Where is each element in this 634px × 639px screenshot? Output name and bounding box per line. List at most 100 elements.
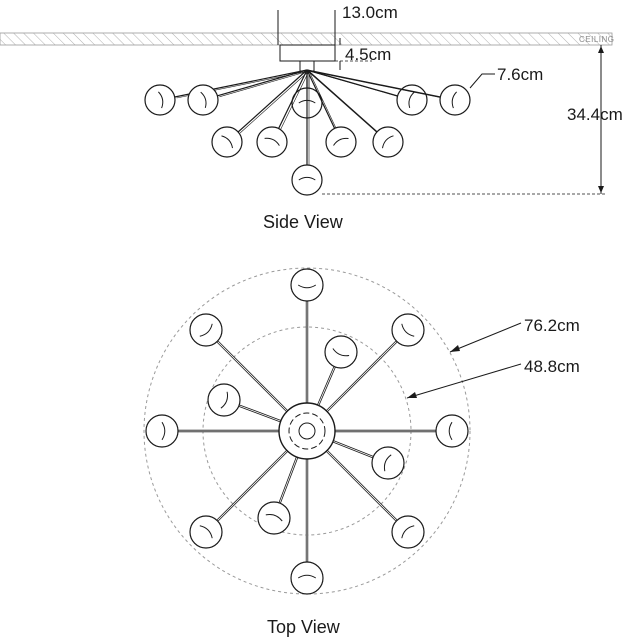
side-arm-5 [237, 69, 308, 133]
globe-cap [401, 525, 415, 539]
side-fixture [144, 69, 471, 196]
outer-diameter-circle [143, 267, 471, 595]
center-canopy-hub [298, 422, 316, 440]
side-globe-6 [256, 126, 288, 158]
canopy-stem [299, 60, 315, 72]
globe-cap [264, 137, 280, 146]
globe-shade [324, 335, 358, 369]
globe-cap [200, 91, 207, 109]
globe-cap [332, 348, 350, 357]
side-globe-0 [144, 84, 176, 116]
outer-diameter-label: 76.2cm [524, 316, 580, 335]
top-globe-inner-3 [257, 501, 291, 535]
globe-shade [372, 126, 404, 158]
inner-diameter-arrow [407, 392, 417, 398]
canopy-width-label: 13.0cm [342, 3, 398, 22]
top-globe-outer-1 [391, 313, 425, 347]
top-arm-inner-core-1 [238, 405, 281, 422]
globe-shade [391, 313, 425, 347]
globe-shade [325, 126, 357, 158]
ceiling-band [0, 32, 613, 46]
globe-cap [220, 391, 228, 409]
top-globe-outer-3 [391, 515, 425, 549]
side-globe-1 [187, 84, 219, 116]
side-arm-2 [306, 69, 398, 97]
outer-diameter-arrow [450, 345, 460, 352]
side-arm-3 [306, 69, 441, 98]
globe-cap [333, 137, 349, 146]
globe-diameter-leader [469, 73, 495, 89]
globe-cap [401, 323, 415, 337]
side-arm-inner-1 [219, 70, 310, 98]
globe-cap [408, 91, 415, 109]
globe-cap [297, 284, 317, 289]
center-canopy-outer [278, 402, 336, 460]
side-view: CEILING 13.0cm 4.5cm 7.6cm 34.4cm Side V… [0, 3, 623, 232]
globe-shade [290, 268, 324, 302]
canopy [279, 44, 336, 62]
globe-shade [290, 561, 324, 595]
globe-cap [298, 176, 316, 181]
side-arm-6 [278, 69, 308, 129]
inner-diameter-label: 48.8cm [524, 357, 580, 376]
globe-cap [199, 323, 213, 337]
globe-cap [383, 454, 392, 472]
side-arm-1 [217, 69, 308, 97]
side-arm-inner-5 [239, 70, 310, 134]
globe-cap [161, 421, 166, 441]
side-view-caption: Side View [263, 212, 344, 232]
side-arm-inner-8 [308, 70, 379, 134]
top-arm-outer-core-5 [217, 450, 288, 521]
top-globe-inner-2 [371, 446, 405, 480]
side-arm-8 [306, 69, 378, 133]
side-globe-8 [372, 126, 404, 158]
ceiling-label: CEILING [579, 35, 615, 44]
globe-cap [451, 91, 457, 109]
side-arm-inner-2 [308, 70, 400, 98]
top-arm-outer-core-7 [217, 341, 288, 412]
globe-cap [158, 91, 164, 109]
globe-shade [145, 414, 179, 448]
overall-height-arrow-top [598, 46, 604, 53]
top-arm-inner-core-2 [332, 440, 374, 458]
globe-shade [291, 164, 323, 196]
globe-shade [144, 84, 176, 116]
overall-height-label: 34.4cm [567, 105, 623, 124]
inner-diameter-leader [406, 363, 522, 399]
top-view: 76.2cm 48.8cm Top View [143, 267, 580, 637]
globe-cap [448, 421, 453, 441]
top-globe-outer-5 [189, 515, 223, 549]
top-view-caption: Top View [267, 617, 341, 637]
top-arm-inner-core-3 [279, 457, 298, 504]
center-canopy-inner [288, 412, 326, 450]
top-fixture [145, 268, 469, 595]
side-arm-7 [306, 69, 336, 129]
top-globe-outer-7 [189, 313, 223, 347]
overall-height-arrow-bottom [598, 186, 604, 193]
side-arm-inner-3 [308, 70, 443, 99]
top-arm-inner-core-0 [317, 366, 336, 406]
side-globe-7 [325, 126, 357, 158]
globe-cap [297, 574, 317, 579]
globe-shade [256, 126, 288, 158]
side-globe-5 [211, 126, 243, 158]
outer-diameter-leader [449, 322, 522, 353]
globe-shade [207, 383, 241, 417]
top-globe-outer-6 [145, 414, 179, 448]
side-arm-inner-7 [308, 70, 337, 130]
top-globe-inner-1 [207, 383, 241, 417]
top-globe-outer-2 [435, 414, 469, 448]
top-globe-outer-4 [290, 561, 324, 595]
top-arm-outer-core-1 [326, 341, 397, 412]
top-globe-outer-0 [290, 268, 324, 302]
globe-diameter-label: 7.6cm [497, 65, 543, 84]
globe-shade [435, 414, 469, 448]
globe-cap [221, 135, 233, 149]
globe-cap [265, 514, 283, 522]
globe-shade [187, 84, 219, 116]
globe-cap [382, 135, 394, 149]
globe-cap [199, 525, 213, 539]
side-globe-9 [291, 164, 323, 196]
